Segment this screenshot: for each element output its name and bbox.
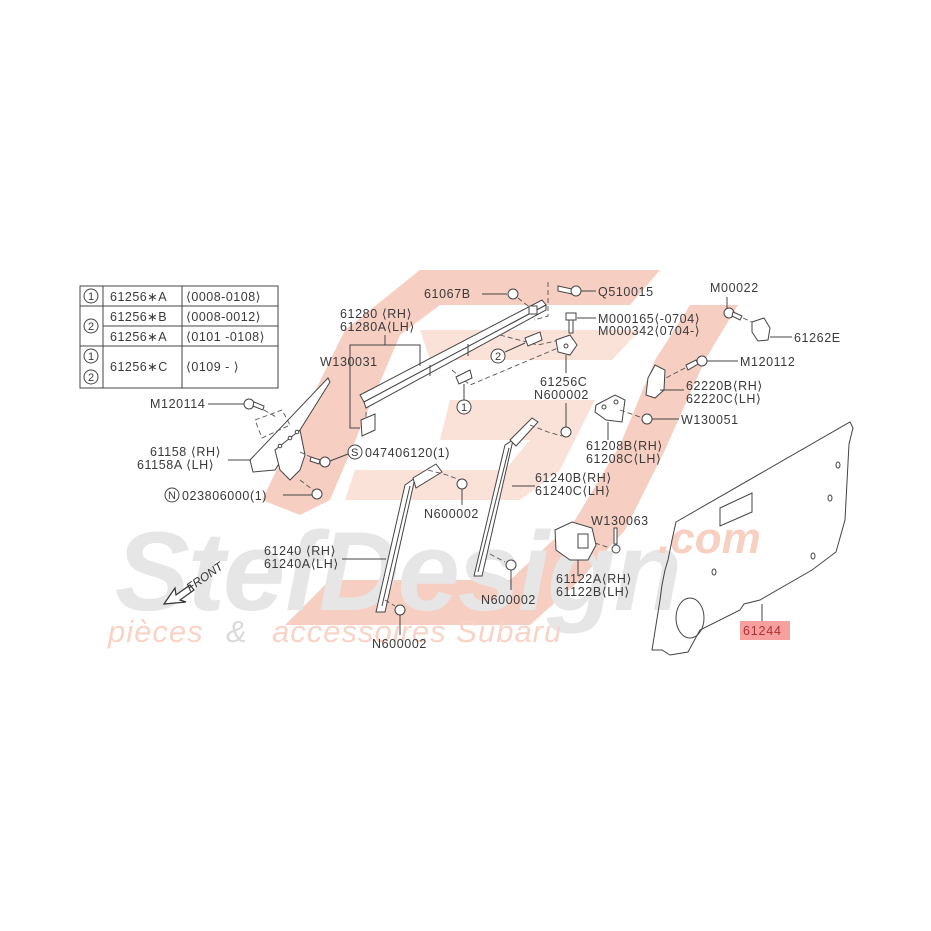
bolt-icon xyxy=(565,312,577,334)
legend-range: ⟨0109 - ⟩ xyxy=(186,360,239,374)
bracket-61262E-icon xyxy=(751,317,771,342)
label-61280A[interactable]: 61280A⟨LH⟩ xyxy=(340,320,415,334)
legend-symbol: 1 xyxy=(88,291,94,303)
legend-part: 61256∗B xyxy=(110,310,167,324)
bolt-icon xyxy=(309,456,331,468)
svg-text:1: 1 xyxy=(461,402,467,414)
bolt-icon xyxy=(723,307,743,321)
callout-S: S xyxy=(347,444,363,460)
nut-icon xyxy=(641,413,653,425)
rail-61240-icon xyxy=(375,463,443,613)
label-62220C[interactable]: 62220C⟨LH⟩ xyxy=(686,392,762,406)
label-61067B[interactable]: 61067B xyxy=(424,287,471,301)
door-sealing-cover-61244 xyxy=(651,421,854,656)
nut-icon xyxy=(311,488,323,500)
label-61256C[interactable]: 61256C xyxy=(540,375,587,389)
legend-symbol: 2 xyxy=(88,372,94,384)
regulator-61122-icon xyxy=(554,521,597,561)
callout-N: N xyxy=(164,487,180,503)
label-61158[interactable]: 61158 ⟨RH⟩ xyxy=(150,445,221,459)
label-61208B[interactable]: 61208B⟨RH⟩ xyxy=(586,439,663,453)
nut-icon xyxy=(560,426,572,438)
label-61240C[interactable]: 61240C⟨LH⟩ xyxy=(535,484,611,498)
watermark-tagline-2: accessoires Subaru xyxy=(272,614,562,649)
label-61122B[interactable]: 61122B⟨LH⟩ xyxy=(556,585,630,599)
legend-table: 1 61256∗A ⟨0008-0108⟩ 2 61256∗B ⟨0008-00… xyxy=(79,285,279,389)
legend-symbol: 1 xyxy=(88,351,94,363)
label-62220B[interactable]: 62220B⟨RH⟩ xyxy=(686,379,763,393)
label-61262E[interactable]: 61262E xyxy=(794,331,841,345)
label-61158A[interactable]: 61158A ⟨LH⟩ xyxy=(137,458,214,472)
label-W130051[interactable]: W130051 xyxy=(681,413,739,427)
legend-part: 61256∗C xyxy=(110,360,168,374)
label-047406120[interactable]: 047406120(1) xyxy=(365,446,450,460)
label-M120112[interactable]: M120112 xyxy=(740,355,795,369)
label-N600002-top[interactable]: N600002 xyxy=(534,388,589,402)
legend-range: ⟨0008-0108⟩ xyxy=(186,290,261,304)
label-M000342[interactable]: M000342⟨0704-⟩ xyxy=(598,324,700,338)
label-61280[interactable]: 61280 ⟨RH⟩ xyxy=(340,307,412,321)
clip-61256C-icon xyxy=(555,334,578,356)
label-61240B[interactable]: 61240B⟨RH⟩ xyxy=(535,471,612,485)
bracket-61158-icon xyxy=(249,377,331,481)
label-023806000[interactable]: 023806000(1) xyxy=(182,489,267,503)
clip-W130031-icon xyxy=(360,413,376,437)
legend-part: 61256∗A xyxy=(110,330,167,344)
legend-range: ⟨0101 -0108⟩ xyxy=(186,330,265,344)
legend-part: 61256∗A xyxy=(110,290,167,304)
arrow-icon xyxy=(162,584,195,605)
nut-icon xyxy=(456,478,468,490)
watermark-tagline-amp: & xyxy=(226,614,247,649)
bracket-61208-icon xyxy=(594,394,626,423)
label-61208C[interactable]: 61208C⟨LH⟩ xyxy=(586,452,662,466)
label-W130031[interactable]: W130031 xyxy=(320,355,378,369)
label-M000165[interactable]: M000165⟨-0704⟩ xyxy=(598,312,700,326)
label-N600002-lower[interactable]: N600002 xyxy=(481,593,536,607)
clip-icon xyxy=(507,288,519,300)
svg-text:2: 2 xyxy=(495,351,501,363)
nut-icon xyxy=(505,559,517,571)
legend-range: ⟨0008-0012⟩ xyxy=(186,310,261,324)
highlighted-part-61244[interactable]: 61244 xyxy=(740,621,790,640)
svg-text:N: N xyxy=(168,490,176,502)
label-W130063[interactable]: W130063 xyxy=(591,514,649,528)
bolt-icon xyxy=(243,398,265,411)
callout-2: 2 xyxy=(490,348,506,364)
bolt-icon xyxy=(611,527,621,554)
label-M00022[interactable]: M00022 xyxy=(710,281,759,295)
legend-symbol: 2 xyxy=(88,321,94,333)
part-61280-belt-molding xyxy=(359,299,547,409)
clip-2-icon xyxy=(524,331,543,347)
label-N600002-mid[interactable]: N600002 xyxy=(424,507,479,521)
nut-icon xyxy=(394,604,406,616)
label-61240[interactable]: 61240 ⟨RH⟩ xyxy=(264,544,336,558)
watermark-domain: .com xyxy=(658,514,761,563)
label-M120114[interactable]: M120114 xyxy=(150,397,205,411)
watermark-tagline-1: pièces xyxy=(107,614,204,649)
clip-1-icon xyxy=(455,369,473,385)
svg-text:S: S xyxy=(351,447,358,459)
label-Q510015[interactable]: Q510015 xyxy=(598,285,654,299)
label-61244[interactable]: 61244 xyxy=(743,624,782,638)
label-61122A[interactable]: 61122A⟨RH⟩ xyxy=(556,572,632,586)
label-N600002-bottom[interactable]: N600002 xyxy=(372,637,427,651)
label-61240A[interactable]: 61240A⟨LH⟩ xyxy=(264,557,339,571)
callout-1: 1 xyxy=(456,399,472,415)
